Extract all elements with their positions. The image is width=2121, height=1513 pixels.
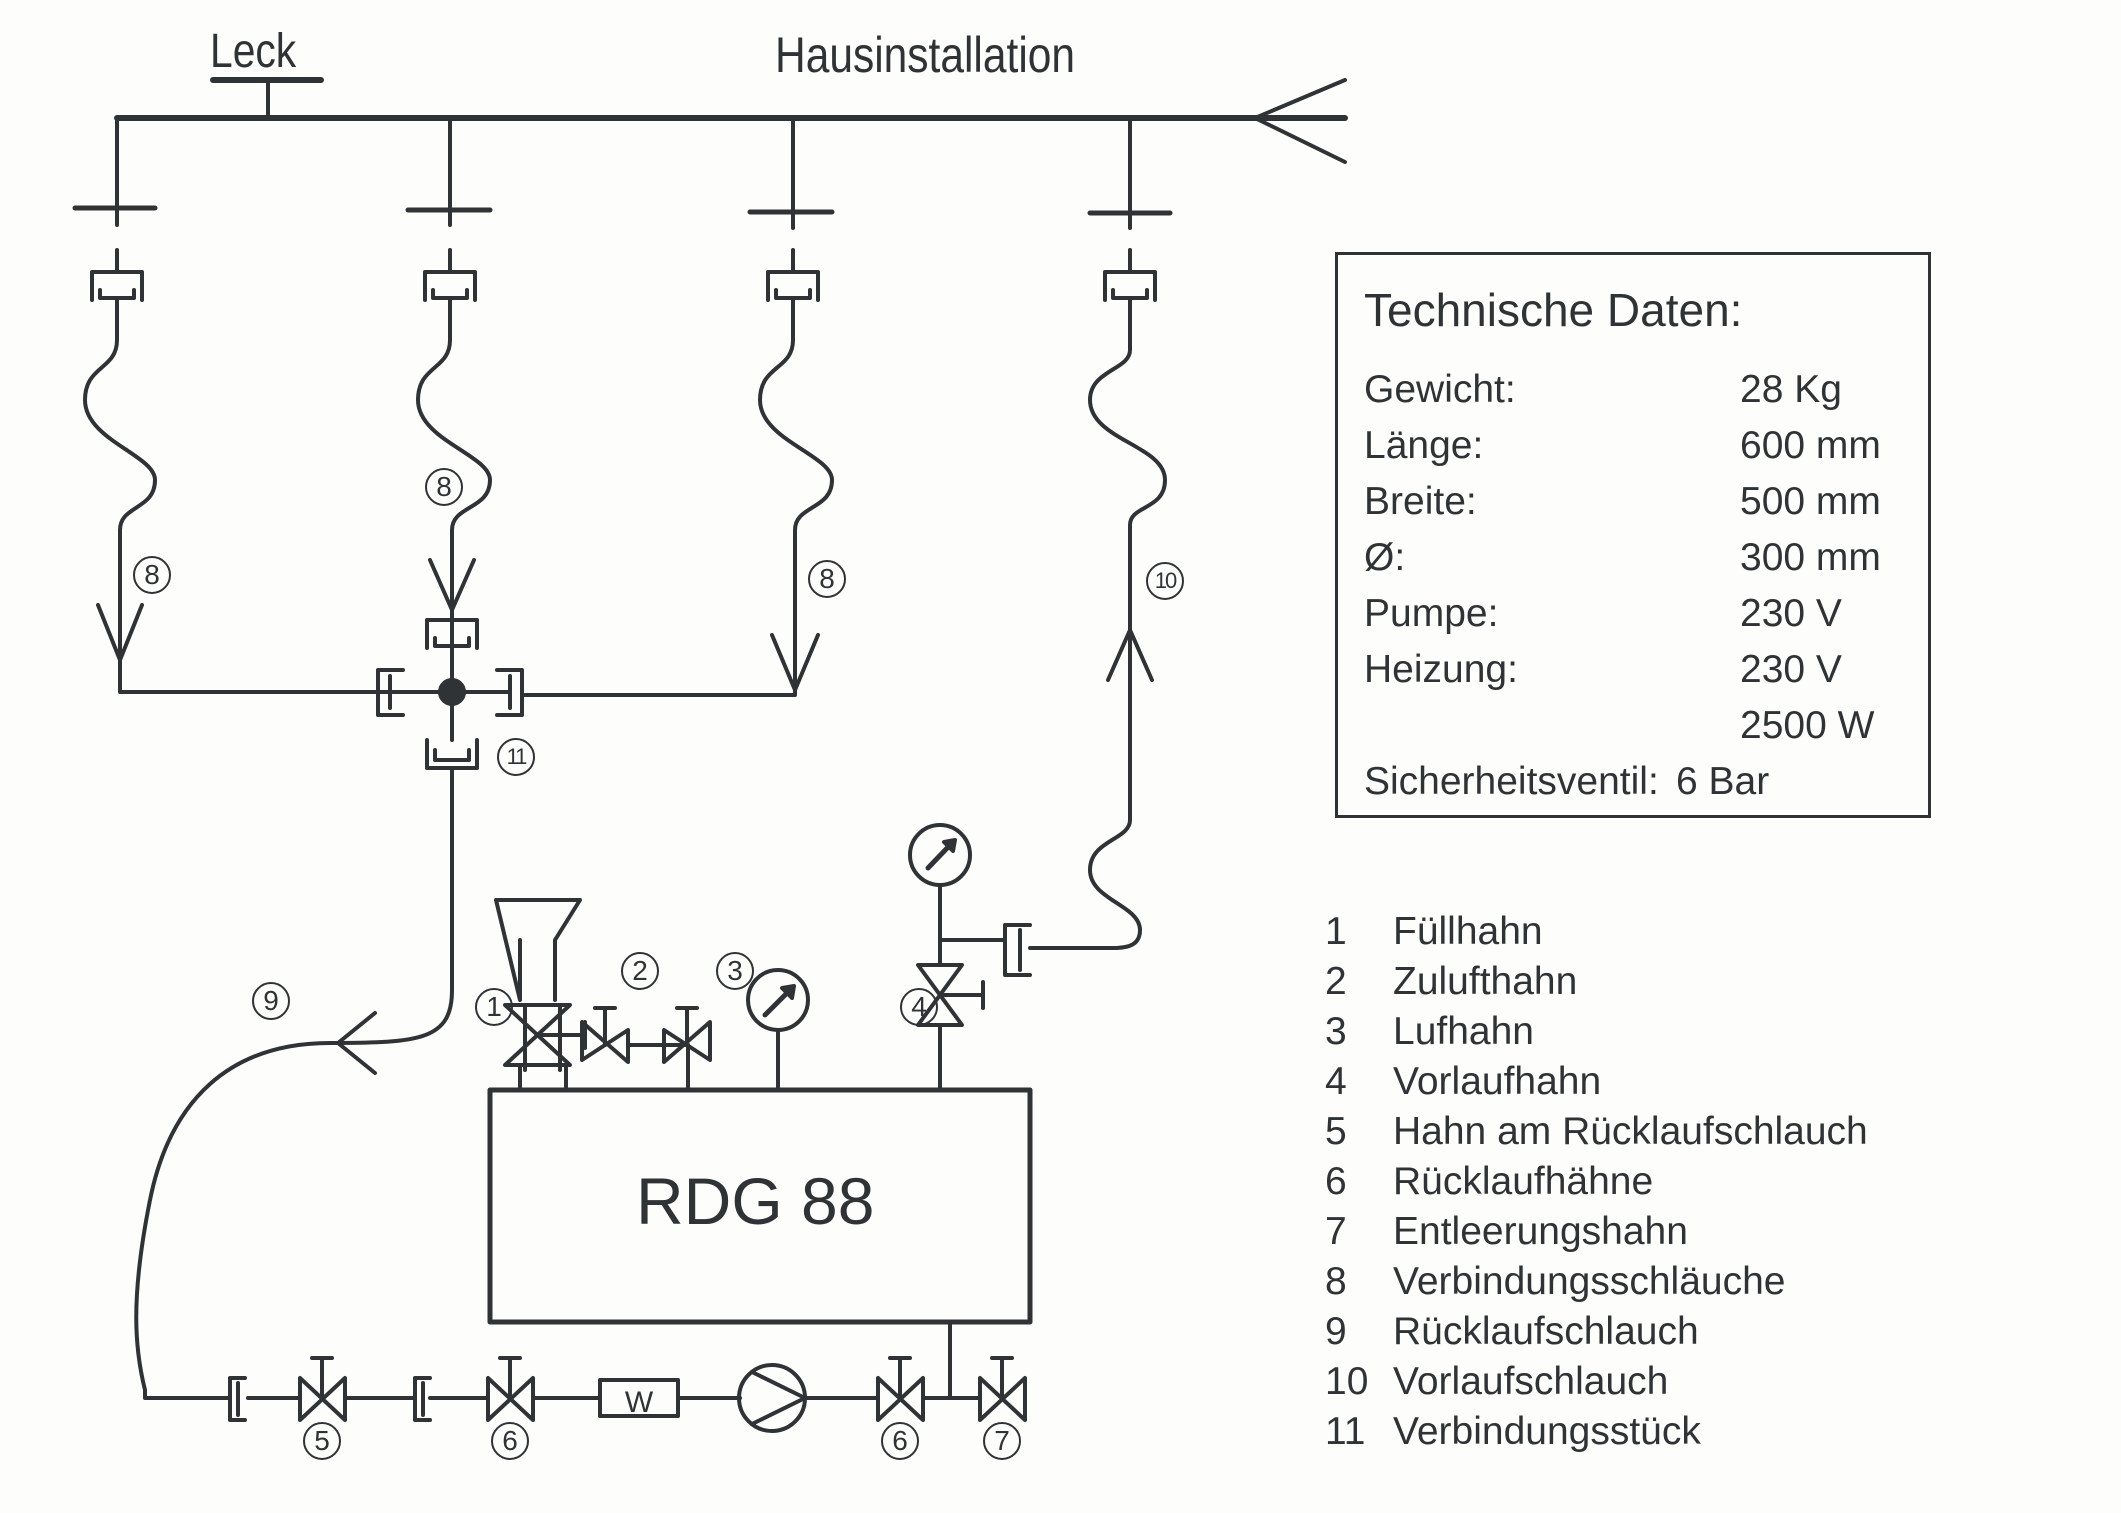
callout-connector: 11 (497, 738, 535, 776)
return-hose-9 (134, 766, 454, 1400)
legend-number: 9 (1325, 1310, 1347, 1353)
legend-label: Füllhahn (1393, 910, 1543, 953)
callout-fill-valve: 1 (475, 988, 513, 1026)
bottom-return-line (223, 1320, 1027, 1433)
legend-number: 8 (1325, 1260, 1347, 1303)
legend-label: Verbindungsschläuche (1393, 1260, 1786, 1303)
tech-value: 2500 W (1740, 704, 1875, 747)
legend-number: 11 (1325, 1410, 1366, 1453)
flow-hose-10 (1028, 298, 1167, 951)
tech-value: 300 mm (1740, 536, 1881, 579)
flow-valve-4 (908, 823, 1032, 1092)
callout-hose-middle: 8 (425, 468, 463, 506)
rdg88-tank (487, 1087, 1033, 1325)
tech-value: 230 V (1740, 648, 1842, 691)
legend-label: Entleerungshahn (1393, 1210, 1688, 1253)
technical-data-title: Technische Daten: (1364, 284, 1743, 336)
callout-drain-valve: 7 (983, 1422, 1021, 1460)
legend-number: 3 (1325, 1010, 1347, 1053)
branch-2 (405, 116, 493, 682)
tech-label: Gewicht: (1364, 368, 1516, 411)
hose-8-left (83, 298, 157, 662)
tech-label: Länge: (1364, 424, 1484, 467)
legend-label: Zulufthahn (1393, 960, 1578, 1003)
legend-label: Rücklaufhähne (1393, 1160, 1654, 1203)
tech-value: 500 mm (1740, 480, 1881, 523)
pump-symbol (737, 1363, 807, 1433)
tech-label: Sicherheitsventil: (1364, 760, 1659, 803)
tech-label: Pumpe: (1364, 592, 1499, 635)
legend-number: 7 (1325, 1210, 1347, 1253)
callout-return-hose: 9 (252, 982, 290, 1020)
legend-number: 1 (1325, 910, 1347, 953)
branch-3 (523, 116, 835, 697)
branch-1 (72, 116, 377, 694)
legend-label: Verbindungsstück (1393, 1410, 1701, 1453)
house-supply-arrow (1253, 78, 1347, 164)
legend-number: 2 (1325, 960, 1347, 1003)
branch-4 (1028, 116, 1173, 951)
heater-symbol: W (625, 1386, 654, 1419)
callout-flow-valve: 4 (900, 988, 938, 1026)
tank-pressure-gauge (746, 968, 810, 1092)
tech-value: 6 Bar (1676, 760, 1770, 803)
callout-return-hose-valve: 5 (303, 1422, 341, 1460)
callout-hose-right: 8 (808, 560, 846, 598)
tech-value: 600 mm (1740, 424, 1881, 467)
tech-label: Ø: (1364, 536, 1406, 579)
callout-return-valve-a: 6 (491, 1422, 529, 1460)
hose-8-middle (416, 298, 492, 612)
house-installation-label: Hausinstallation (775, 27, 1076, 83)
callout-air-in-valve: 2 (621, 952, 659, 990)
legend-label: Rücklaufschlauch (1393, 1310, 1699, 1353)
legend-number: 4 (1325, 1060, 1347, 1103)
legend-label: Hahn am Rücklaufschlauch (1393, 1110, 1868, 1153)
air-valves-2-3 (580, 1006, 712, 1092)
connector-hub (438, 678, 466, 706)
unit-label: RDG 88 (636, 1164, 875, 1238)
leak-label: Leck (210, 25, 297, 78)
hose-8-right (758, 298, 834, 692)
tech-value: 28 Kg (1740, 368, 1842, 411)
legend-number: 10 (1325, 1360, 1369, 1403)
legend-number: 6 (1325, 1160, 1347, 1203)
fill-valve-1 (494, 898, 587, 1092)
legend-label: Lufhahn (1393, 1010, 1534, 1053)
callout-return-valve-b: 6 (881, 1422, 919, 1460)
callout-flow-hose: 10 (1146, 562, 1184, 600)
technical-data-box: Technische Daten: Gewicht: 28 Kg Länge: … (1335, 252, 1931, 818)
legend-label: Vorlaufschlauch (1393, 1360, 1669, 1403)
callout-hose-left: 8 (133, 556, 171, 594)
tech-label: Breite: (1364, 480, 1477, 523)
legend-number: 5 (1325, 1110, 1347, 1153)
callout-air-valve: 3 (716, 952, 754, 990)
tech-value: 230 V (1740, 592, 1842, 635)
legend-label: Vorlaufhahn (1393, 1060, 1602, 1103)
tech-label: Heizung: (1364, 648, 1518, 691)
